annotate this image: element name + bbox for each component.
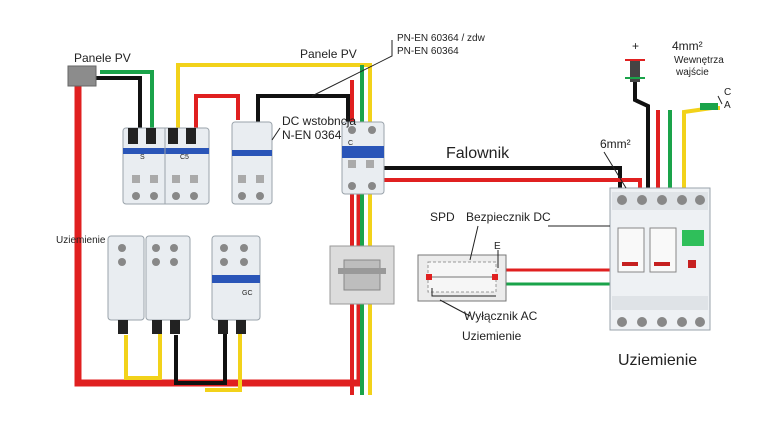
breaker-mark-4: GC [242,290,253,297]
breaker-group-dc [231,121,273,205]
wire-yellow-bottom [124,330,162,380]
leader-norm [311,40,393,97]
label-4mm: 4mm² [672,39,703,53]
label-bezpiecznik-dc: Bezpiecznik DC [466,210,551,224]
breaker-mark-3: C [348,140,354,147]
breaker-group-top [122,127,210,205]
label-6mm: 6mm² [600,137,631,151]
label-dc-wst-2: N-EN 0364 [282,128,342,142]
label-falownik: Falownik [446,145,510,162]
wire-yellow-left [176,63,372,395]
label-dc-wst-1: DC wstobncja [282,114,357,128]
leader-c [717,95,723,105]
label-wewnet-1: Wewnętrza [674,55,724,66]
spd-block [329,245,395,305]
green-terminal [700,103,718,110]
wire-red-falownik [382,178,642,188]
wire-black-top [96,76,142,130]
label-wylacznik-ac: Wyłącznik AC [464,309,538,323]
breaker-mark-2: C5 [180,154,189,161]
label-wewnet-2: wajście [676,67,709,78]
wire-red-mid [194,94,240,130]
label-uziemienie-mid: Uziemienie [462,329,522,343]
breaker-bottom-1 [107,235,145,334]
leader-spd [469,225,479,261]
leader-wylacznik [439,299,471,317]
wire-black-bottom [174,330,227,385]
falownik-device [609,187,711,331]
label-panele-pv-top: Panele PV [300,47,357,61]
breaker-bottom-2 [145,235,191,334]
cable-sleeve [630,60,640,82]
leader-6mm [603,151,627,189]
label-c: C [724,87,732,98]
wire-black-right [633,80,650,188]
wire-black-dc [256,94,350,122]
label-norm-1: PN-EN 60364 / zdw [397,33,485,44]
fuse-box [417,254,507,302]
label-spd: SPD [430,210,455,224]
label-norm-2: PN-EN 60364 [397,46,459,57]
leader-dc-wst [271,127,281,141]
label-e: E [494,241,501,252]
wire-green-top [100,70,154,130]
breaker-dc-disconnect [341,121,385,195]
wire-yellow-right [682,106,720,188]
label-panele-pv-left: Panele PV [74,51,131,65]
breaker-bottom-3 [211,235,261,334]
label-plus: + [632,39,640,53]
pv-connector-box [67,65,97,87]
breaker-mark-1: S [140,154,145,161]
wire-yellow-bottom2 [205,330,242,392]
label-a: A [724,100,731,111]
label-uziemienie-left: Uziemienie [56,235,106,246]
label-uziemienie-right: Uziemienie [618,352,698,369]
